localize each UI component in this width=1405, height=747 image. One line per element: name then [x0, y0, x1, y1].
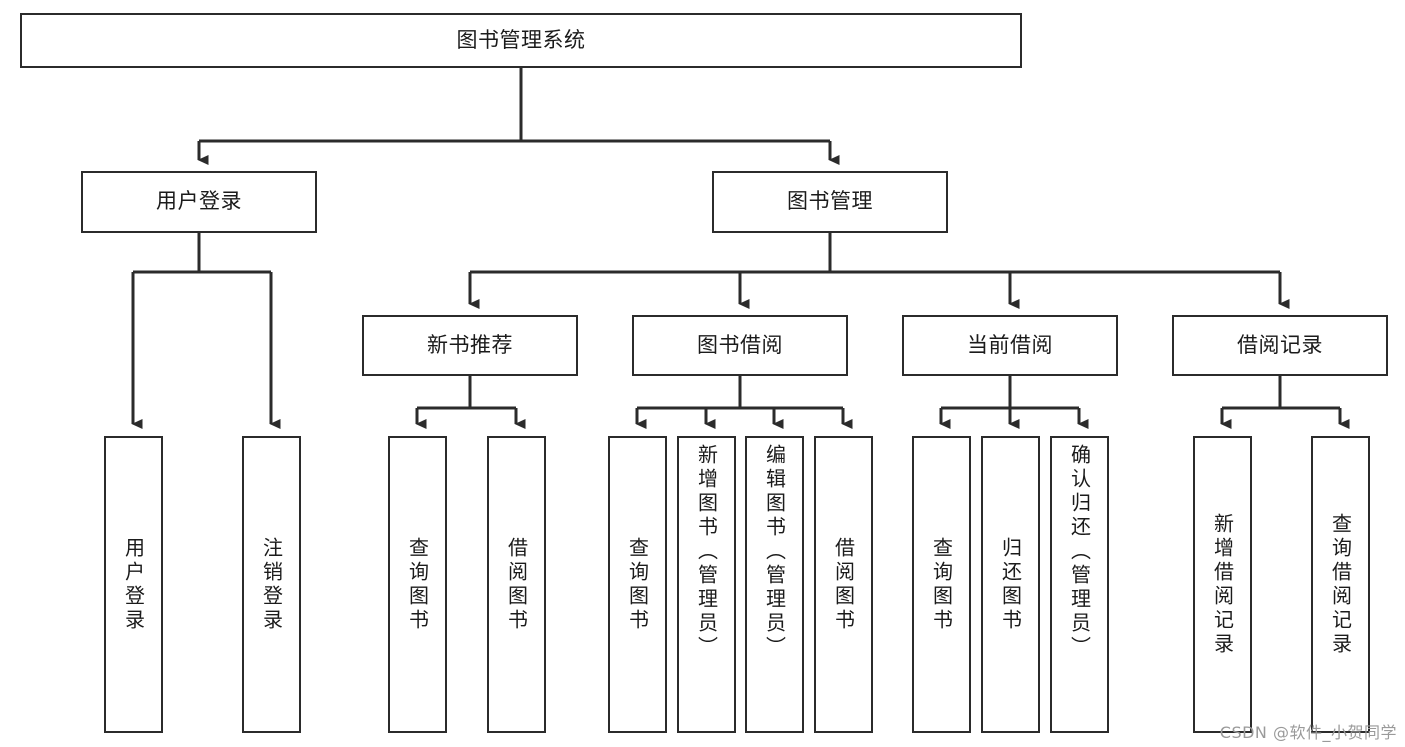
node-user-login[interactable]: 用户登录 — [81, 171, 317, 233]
node-label: 注销登录 — [259, 536, 284, 633]
node-label: 借阅图书 — [831, 536, 856, 633]
node-label: 图书管理 — [787, 189, 873, 214]
node-label: 图书管理系统 — [456, 27, 586, 52]
node-label: 查询图书 — [405, 536, 430, 633]
node-leaf-query-book-1[interactable]: 查询图书 — [388, 436, 447, 733]
node-label: 当前借阅 — [967, 332, 1053, 357]
node-leaf-query-record[interactable]: 查询借阅记录 — [1311, 436, 1370, 733]
node-leaf-borrow-book-1[interactable]: 借阅图书 — [487, 436, 546, 733]
node-leaf-edit-book[interactable]: 编辑图书（管理员） — [745, 436, 804, 733]
node-book-borrow[interactable]: 图书借阅 — [632, 315, 848, 376]
node-leaf-add-book[interactable]: 新增图书（管理员） — [677, 436, 736, 733]
node-label: 新增借阅记录 — [1210, 512, 1235, 657]
node-label: 归还图书 — [998, 536, 1023, 633]
node-leaf-logout-login[interactable]: 注销登录 — [242, 436, 301, 733]
node-new-book-recommend[interactable]: 新书推荐 — [362, 315, 578, 376]
node-leaf-return-book[interactable]: 归还图书 — [981, 436, 1040, 733]
node-label: 借阅记录 — [1237, 332, 1323, 357]
node-label: 查询借阅记录 — [1328, 512, 1353, 657]
node-leaf-confirm-return[interactable]: 确认归还（管理员） — [1050, 436, 1109, 733]
node-current-borrow[interactable]: 当前借阅 — [902, 315, 1118, 376]
node-book-management[interactable]: 图书管理 — [712, 171, 948, 233]
node-label: 确认归还（管理员） — [1067, 444, 1092, 660]
node-label: 用户登录 — [121, 536, 146, 633]
node-label: 用户登录 — [156, 189, 242, 214]
node-leaf-user-login[interactable]: 用户登录 — [104, 436, 163, 733]
node-leaf-borrow-book-2[interactable]: 借阅图书 — [814, 436, 873, 733]
node-borrow-record[interactable]: 借阅记录 — [1172, 315, 1388, 376]
node-leaf-add-record[interactable]: 新增借阅记录 — [1193, 436, 1252, 733]
node-leaf-query-book-2[interactable]: 查询图书 — [608, 436, 667, 733]
node-label: 编辑图书（管理员） — [762, 444, 787, 660]
watermark-text: CSDN @软件_小贺同学 — [1219, 723, 1397, 742]
node-label: 查询图书 — [929, 536, 954, 633]
node-root-system[interactable]: 图书管理系统 — [20, 13, 1022, 68]
node-label: 查询图书 — [625, 536, 650, 633]
node-leaf-query-book-3[interactable]: 查询图书 — [912, 436, 971, 733]
node-label: 新书推荐 — [427, 332, 513, 357]
node-label: 图书借阅 — [697, 332, 783, 357]
node-label: 新增图书（管理员） — [694, 444, 719, 660]
node-label: 借阅图书 — [504, 536, 529, 633]
